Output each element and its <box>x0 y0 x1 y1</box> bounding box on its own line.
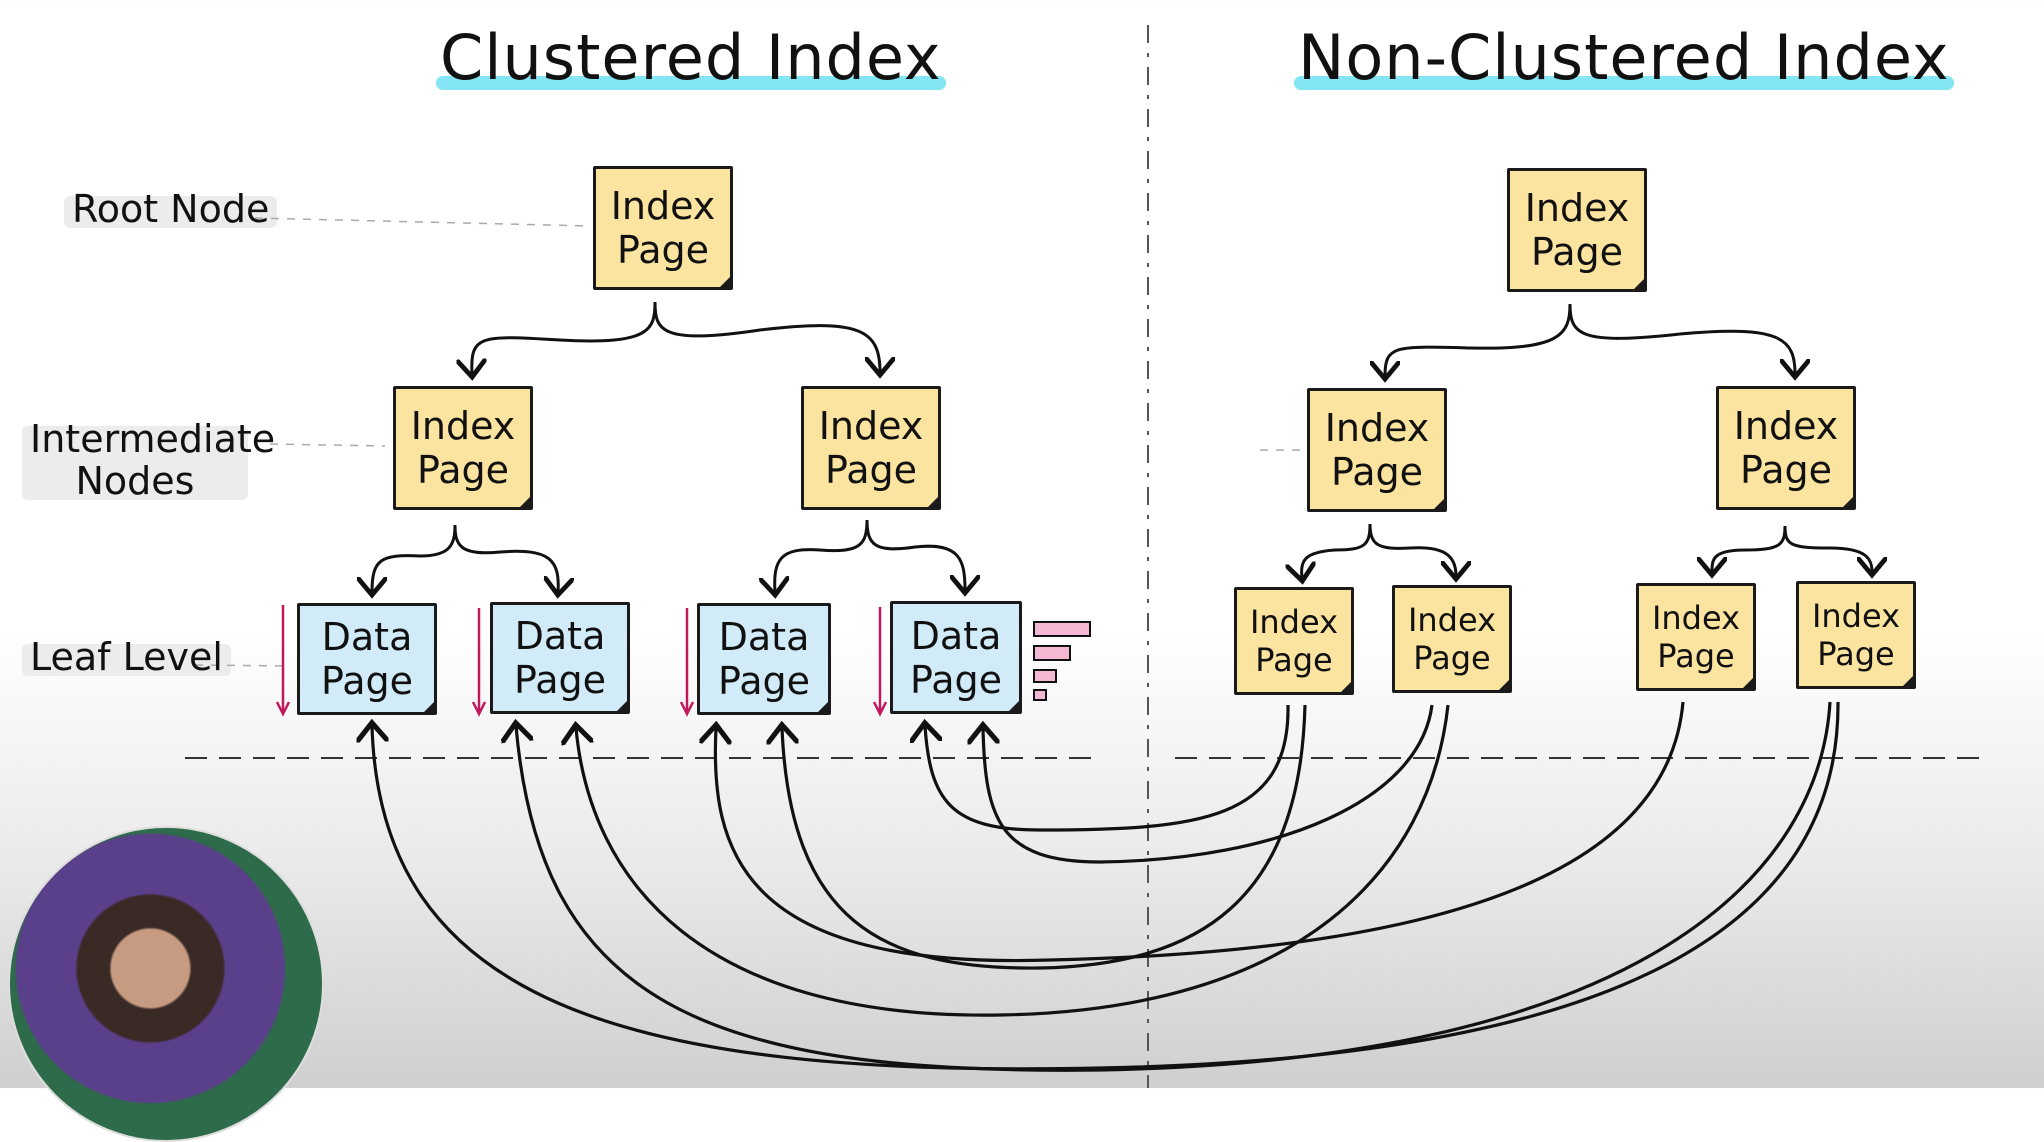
root-node-label: Root Node <box>64 188 278 230</box>
intermediate-nodes-label: Intermediate Nodes <box>22 418 275 502</box>
diagram-connectors <box>185 25 1985 1088</box>
sorted-bars-icon <box>1033 621 1091 701</box>
leaf-level-label: Leaf Level <box>22 636 231 678</box>
presenter-webcam <box>8 826 324 1142</box>
non-clustered-index-title: Non-Clustered Index <box>1294 18 1954 98</box>
clustered-index-title: Clustered Index <box>436 18 946 98</box>
